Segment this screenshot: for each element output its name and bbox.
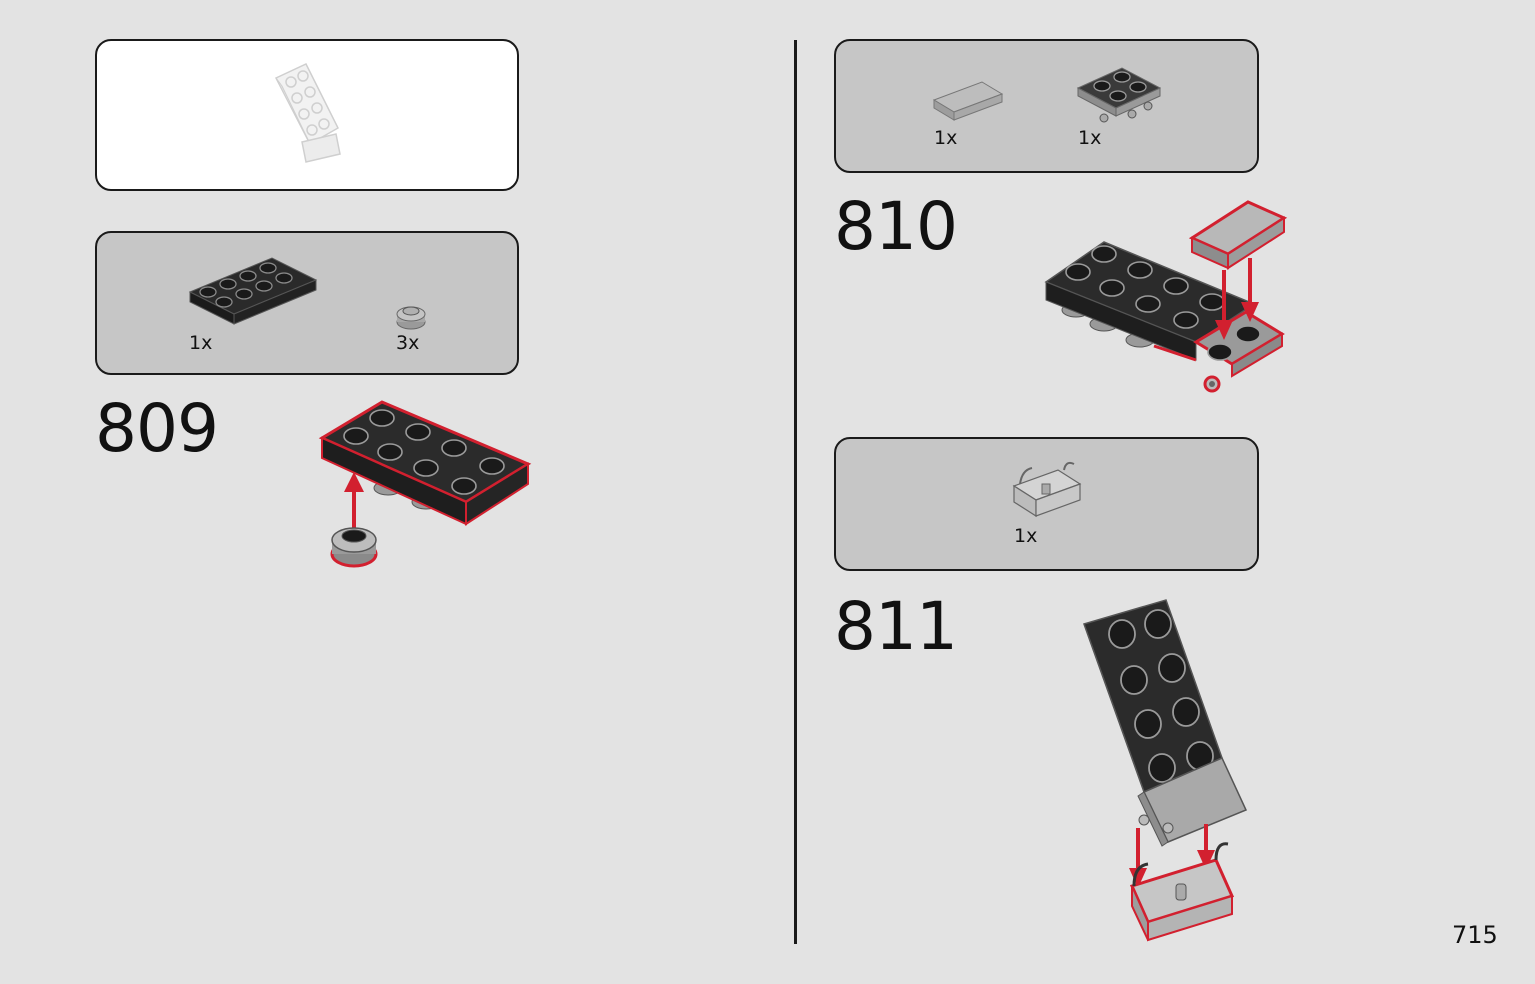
parts-box-810 [834,39,1259,173]
page-number: 715 [1452,921,1498,949]
plate-with-pins-icon [1076,67,1162,123]
part-qty: 1x [1078,127,1102,149]
red-arrow-icon [1241,302,1259,322]
round-plate-icon [396,306,426,330]
step-number: 810 [834,188,958,265]
red-arrow-icon [1129,868,1147,888]
parts-box-809 [95,231,519,375]
plate-2x4-icon [188,257,318,325]
bracket-clip-icon [1012,461,1082,518]
part-qty: 3x [396,332,420,354]
tile-icon [932,81,1004,121]
page-divider [794,40,797,944]
part-qty: 1x [1014,525,1038,547]
step-810-assembly-icon [1044,200,1288,393]
step-number: 811 [834,588,958,665]
step-809-assembly-icon [318,400,532,568]
red-arrow-icon [1197,850,1215,870]
faded-previous-assembly-icon [274,63,341,163]
step-811-assembly-icon [1083,599,1248,942]
red-arrow-icon [1215,320,1233,340]
part-qty: 1x [934,127,958,149]
red-arrow-icon [344,472,364,492]
part-qty: 1x [189,332,213,354]
step-number: 809 [95,390,219,467]
